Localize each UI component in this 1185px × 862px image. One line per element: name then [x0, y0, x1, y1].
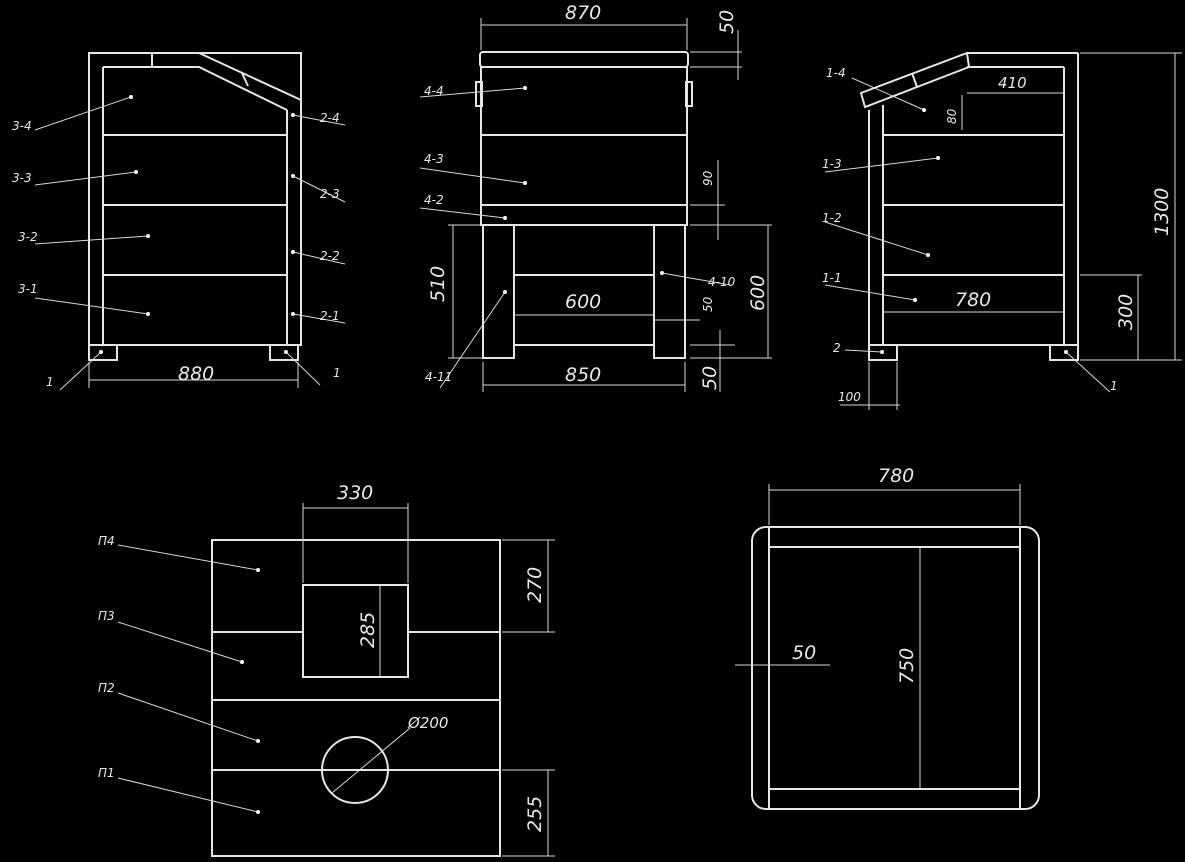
side-width-dim: 870	[565, 2, 601, 24]
panel-label-p3: П3	[98, 609, 115, 623]
panel-hole-diameter-dim: Ø200	[407, 714, 448, 732]
back-label-2: 2	[833, 341, 841, 355]
front-label-2-4: 2-4	[320, 111, 340, 125]
back-roof-width-dim: 410	[998, 74, 1027, 92]
back-label-1-3: 1-3	[822, 157, 842, 171]
side-label-4-4: 4-4	[424, 84, 444, 98]
bottom-rail-dim: 50	[792, 642, 816, 664]
back-roof-height-dim: 80	[945, 108, 959, 124]
front-label-1-left: 1	[46, 375, 54, 389]
side-base-width-dim: 850	[565, 364, 601, 386]
front-view: 880 3-4 3-3 3-2 3-1 1 2-4 2-3 2-2 2-1 1	[12, 52, 346, 391]
back-lower-height-dim: 300	[1115, 294, 1137, 330]
side-stand-height-dim: 510	[427, 266, 449, 302]
panel-label-p1: П1	[98, 766, 115, 780]
front-label-3-2: 3-2	[18, 230, 38, 244]
front-width-dim: 880	[178, 363, 214, 385]
back-label-1-2: 1-2	[822, 211, 842, 225]
bottom-frame-view: 780 50 750	[735, 465, 1040, 810]
front-label-2-1: 2-1	[320, 309, 340, 323]
back-total-height-dim: 1300	[1151, 188, 1173, 236]
front-label-1-right: 1	[333, 366, 341, 380]
bottom-depth-dim: 750	[896, 648, 918, 684]
front-label-3-4: 3-4	[12, 119, 32, 133]
front-label-3-1: 3-1	[18, 282, 38, 296]
side-stand-gap-dim: 50	[701, 296, 715, 312]
back-view: 410 80 1300 780 300 100 1-4 1-3 1-2 1-1 …	[822, 51, 1182, 410]
bottom-width-dim: 780	[878, 465, 914, 487]
front-label-2-3: 2-3	[320, 187, 340, 201]
back-label-1-1: 1-1	[822, 271, 842, 285]
side-label-4-10: 4-10	[708, 275, 736, 289]
side-leg-height-dim: 600	[747, 275, 769, 311]
panel-window-width-dim: 330	[337, 482, 373, 504]
side-label-4-11: 4-11	[425, 370, 452, 384]
side-label-4-2: 4-2	[424, 193, 444, 207]
side-label-4-3: 4-3	[424, 152, 444, 166]
front-label-2-2: 2-2	[320, 249, 340, 263]
side-gap-90-dim: 90	[701, 170, 715, 186]
panel-view: 330 270 285 Ø200 255 П4 П3 П2 П1	[98, 482, 555, 857]
front-label-3-3: 3-3	[12, 171, 32, 185]
back-foot-width-dim: 100	[838, 390, 861, 404]
back-label-1-4: 1-4	[826, 66, 846, 80]
side-view: 870 50 90 510 600 50 600 50 850	[419, 2, 772, 392]
panel-bottom-height-dim: 255	[524, 796, 546, 832]
side-foot-dim: 50	[699, 366, 721, 390]
panel-top-height-dim: 270	[524, 567, 546, 603]
panel-label-p2: П2	[98, 681, 115, 695]
back-label-1: 1	[1110, 379, 1118, 393]
panel-window-height-dim: 285	[357, 612, 379, 648]
back-inner-width-dim: 780	[955, 289, 991, 311]
side-top-thickness-dim: 50	[716, 10, 738, 34]
panel-label-p4: П4	[98, 534, 115, 548]
side-inner-width-dim: 600	[565, 291, 601, 313]
